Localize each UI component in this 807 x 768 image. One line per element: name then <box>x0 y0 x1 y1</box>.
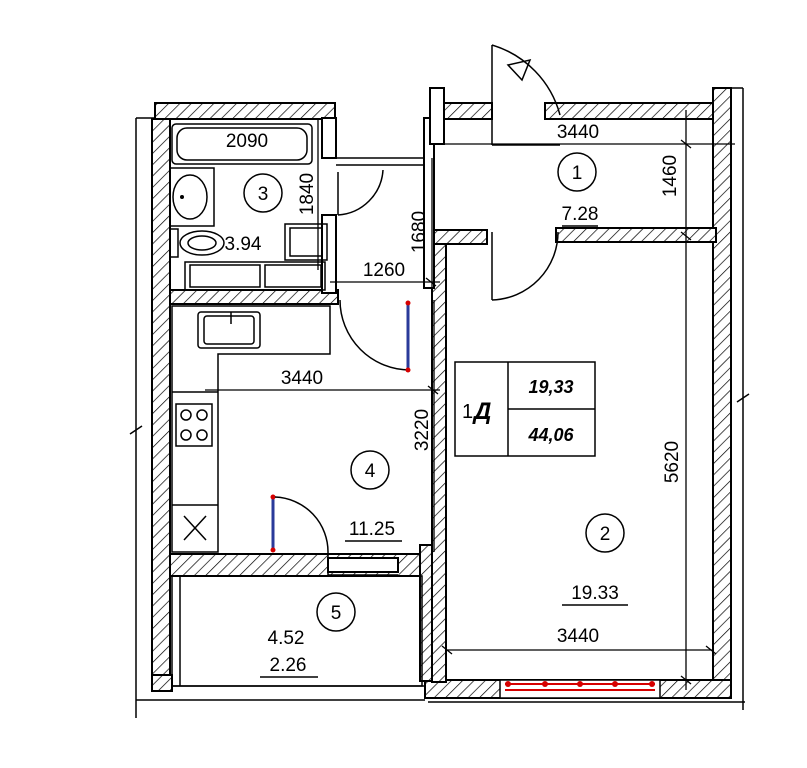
dim-kitchen-depth: 3220 <box>412 409 433 451</box>
balcony <box>171 575 425 687</box>
outer-frame <box>129 87 750 718</box>
living-door <box>491 231 559 301</box>
dimension-lines <box>205 110 735 690</box>
dim-hall-width: 3440 <box>557 122 599 143</box>
kitchen-door <box>339 299 411 373</box>
bathroom-door <box>337 169 384 216</box>
kitchen-counter <box>171 305 331 553</box>
room-1-area: 7.28 <box>562 204 599 225</box>
kitchen-sink <box>197 311 261 349</box>
room-5-number: 5 <box>331 603 342 624</box>
apartment-room-count: 1 <box>462 401 473 423</box>
room-4-area: 11.25 <box>349 519 395 540</box>
room-4-number: 4 <box>365 461 376 482</box>
bathroom-counter <box>184 261 326 291</box>
apartment-info-box <box>454 361 596 457</box>
dim-corridor-depth: 1680 <box>409 211 430 253</box>
washing-machine <box>284 223 328 261</box>
toilet <box>169 228 225 258</box>
exterior-walls <box>151 87 732 699</box>
dim-bath-length: 2090 <box>226 131 268 152</box>
stove <box>175 403 213 447</box>
living-window <box>499 679 661 699</box>
room-1-number: 1 <box>572 163 583 184</box>
balcony-door <box>270 494 399 576</box>
room-5-area-full: 4.52 <box>268 628 305 649</box>
room-2-number: 2 <box>600 524 611 545</box>
bathtub <box>171 123 313 165</box>
dim-bath-depth: 1840 <box>297 173 318 215</box>
room-5-area: 2.26 <box>270 655 307 676</box>
apartment-total-area: 44,06 <box>527 425 574 445</box>
room-2-area: 19.33 <box>571 583 619 604</box>
bathroom-walls <box>321 87 445 294</box>
room-markers <box>243 152 628 678</box>
dim-living-depth: 5620 <box>662 441 683 483</box>
dim-hall-depth: 1460 <box>660 155 681 197</box>
fridge <box>183 515 207 541</box>
room-3-area: 3.94 <box>225 234 262 255</box>
apartment-type-letter: Д <box>472 398 491 425</box>
dim-corridor-width: 1260 <box>363 260 405 281</box>
dim-kitchen-width: 3440 <box>281 368 323 389</box>
washbasin <box>169 167 215 227</box>
labels: 1 7.28 2 19.33 3 3.94 4 11.25 5 4.52 2.2… <box>225 122 683 676</box>
dim-living-width: 3440 <box>557 626 599 647</box>
room-3-number: 3 <box>258 184 269 205</box>
apartment-living-area: 19,33 <box>528 377 573 397</box>
entrance-door <box>491 44 561 146</box>
